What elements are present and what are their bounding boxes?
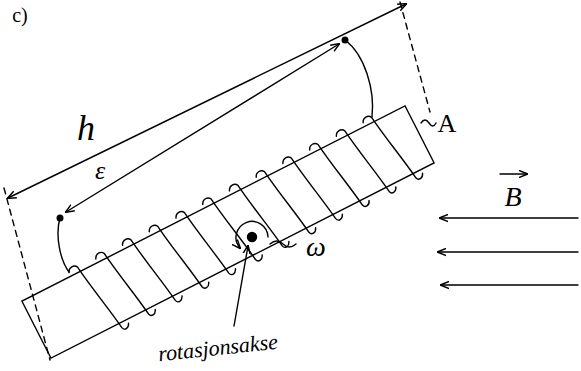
subfigure-letter: c) <box>12 5 28 25</box>
length-dimension <box>8 4 406 198</box>
coil-lead <box>345 40 373 117</box>
leader-line <box>270 241 296 247</box>
field-line <box>438 251 578 252</box>
terminal-dot <box>57 215 63 221</box>
terminal-dot <box>342 37 348 43</box>
coil-lead <box>58 218 69 272</box>
tube-outline <box>22 106 434 358</box>
length-symbol: h <box>77 110 95 146</box>
coil-winding <box>67 106 424 341</box>
angular-speed-symbol: ω <box>306 233 326 261</box>
axis-label: rotasjonsakse <box>157 331 279 365</box>
extension-line <box>400 2 430 112</box>
field-symbol: B <box>504 183 521 211</box>
field-line <box>440 217 578 218</box>
axis-dot <box>248 233 257 242</box>
extension-line <box>4 188 50 360</box>
emf-symbol: ε <box>95 158 105 184</box>
area-symbol: A <box>438 111 457 137</box>
coil-tube <box>18 99 437 365</box>
field-line <box>441 284 578 285</box>
emf-dimension <box>66 44 339 212</box>
vector-arrow <box>500 173 527 174</box>
rotation-arrow <box>236 221 268 248</box>
leader-line <box>421 120 436 126</box>
leader-arrow <box>234 246 248 326</box>
